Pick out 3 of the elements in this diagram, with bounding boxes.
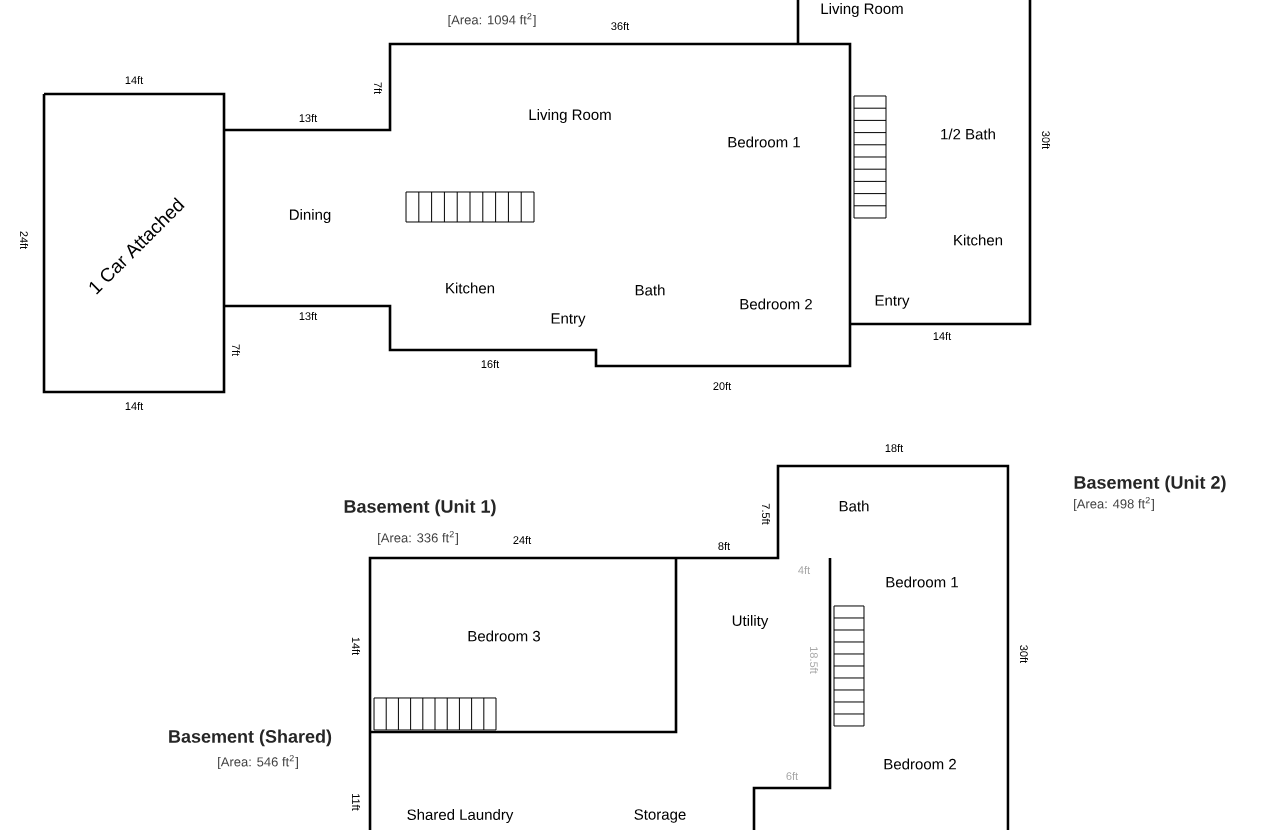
floor-heading: Basement (Unit 1) — [344, 499, 496, 517]
floor-heading: Basement (Unit 2) — [1074, 475, 1226, 493]
floor-heading: Basement (Shared) — [169, 729, 332, 747]
